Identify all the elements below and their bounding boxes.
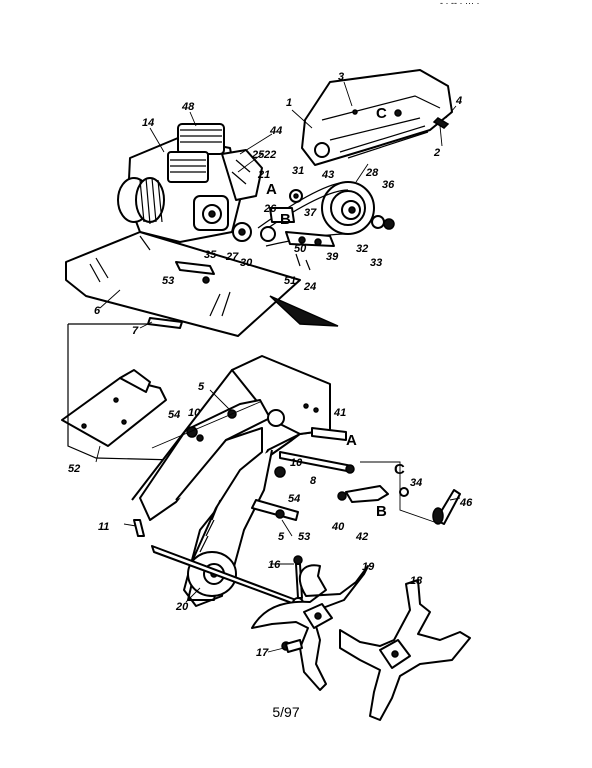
callout-leaders [95,81,461,653]
callout-1: 1 [286,97,292,109]
callout-19: 19 [362,561,375,573]
tine-19 [251,564,369,691]
tine-18 [339,579,471,721]
callout-22: 22 [263,149,276,161]
callout-4: 4 [455,95,462,107]
shield-plate [61,323,177,461]
callout-41: 41 [333,407,346,419]
callout-2: 2 [433,147,440,159]
callout-28: 28 [365,167,379,179]
callout-31: 31 [292,165,304,177]
callout-40: 40 [331,521,345,533]
callout-27: 27 [225,251,239,263]
callout-43: 43 [321,169,334,181]
callout-17: 17 [256,647,269,659]
callout-51: 51 [284,275,296,287]
connection-line [360,461,441,525]
connector-c-lower: C [394,461,405,478]
page-number: 5/97 [272,704,300,720]
connector-b-upper: B [280,211,291,228]
callout-3: 3 [338,71,344,83]
belt-cover [301,69,453,166]
callout-18: 18 [410,575,423,587]
callout-54-left: 54 [168,409,180,421]
callout-20: 20 [175,601,189,613]
callout-8: 8 [310,475,317,487]
callout-35: 35 [204,249,217,261]
callout-30: 30 [240,257,253,269]
callout-42: 42 [355,531,368,543]
callout-50: 50 [294,243,307,255]
callout-39: 39 [326,251,339,263]
callout-21: 21 [257,169,270,181]
callout-53-upper: 53 [162,275,174,287]
connector-b-lower: B [376,503,387,520]
header-scrap: - · -- · ··· · [440,0,479,8]
callout-6: 6 [94,305,101,317]
callout-7: 7 [132,325,139,337]
pulley-assembly [232,181,395,271]
callout-34: 34 [410,477,422,489]
engine-mount-plate [65,231,339,337]
callout-33: 33 [370,257,382,269]
callout-26: 26 [263,203,277,215]
callout-54-right: 54 [288,493,300,505]
engine [117,123,263,243]
callout-5-upper: 5 [198,381,205,393]
callout-11: 11 [98,521,109,533]
callout-44: 44 [269,125,282,137]
connection-line-2 [151,401,261,449]
callout-52: 52 [68,463,80,475]
callout-10-left: 10 [188,407,201,419]
connector-a-lower: A [346,432,357,449]
callout-10-right: 10 [290,457,303,469]
callout-25-upper: 25 [251,149,265,161]
connector-c-upper: C [376,105,387,122]
callout-5-lower: 5 [278,531,285,543]
callout-16: 16 [268,559,281,571]
callout-32: 32 [356,243,368,255]
callout-37: 37 [304,207,317,219]
connector-a-upper: A [266,181,277,198]
callout-53-lower: 53 [298,531,310,543]
callout-24: 24 [303,281,316,293]
callout-14: 14 [142,117,154,129]
callout-48: 48 [181,101,195,113]
callout-46: 46 [459,497,473,509]
callout-36: 36 [382,179,395,191]
hardware [133,426,461,653]
